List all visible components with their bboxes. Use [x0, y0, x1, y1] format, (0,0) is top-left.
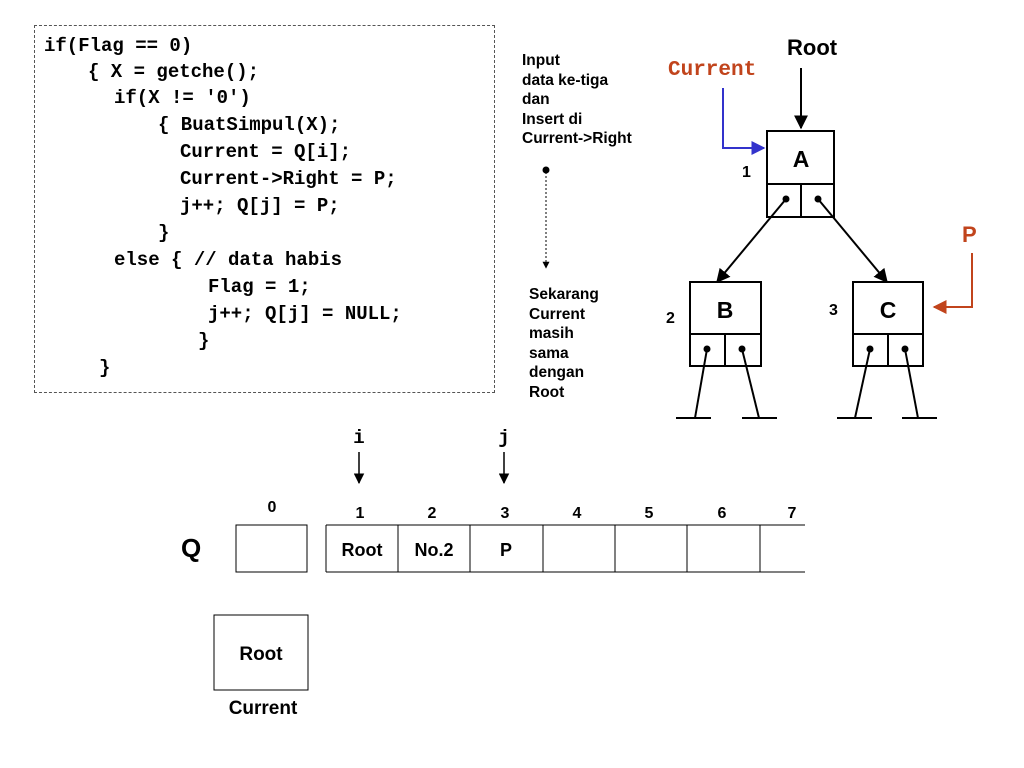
queue-cell-2-value: No.2: [414, 540, 453, 560]
note-connector: [542, 166, 550, 269]
queue-index-5: 5: [645, 505, 654, 522]
note-bottom-line-6: Root: [529, 383, 565, 401]
queue-cell-3-value: P: [500, 540, 512, 560]
code-line-8: }: [158, 222, 170, 244]
current-var-value: Root: [239, 644, 283, 665]
node-a-label: A: [793, 146, 810, 172]
queue-name: Q: [181, 533, 201, 563]
queue-index-1: 1: [356, 505, 365, 522]
current-var-box: [213, 614, 309, 691]
node-b-label: B: [717, 297, 734, 323]
note-bottom-line-5: dengan: [529, 364, 585, 381]
note-bottom: Sekarang Current masih sama dengan Root: [529, 285, 599, 402]
node-c-label: C: [880, 297, 897, 323]
note-top-line-1: Input: [522, 52, 560, 69]
queue-cell-1-value: Root: [342, 540, 383, 560]
code-line-10: Flag = 1;: [208, 276, 311, 298]
p-pointer-arrow: [932, 253, 973, 314]
note-top-line-2: data ke-tiga: [522, 71, 609, 89]
queue-cell-0: [235, 524, 308, 573]
code-line-12: }: [198, 330, 210, 352]
note-top-line-4: Insert di: [522, 110, 583, 128]
code-line-2: { X = getche();: [88, 61, 260, 83]
null-pointers: [676, 348, 937, 419]
note-top-line-5: Current->Right: [522, 130, 632, 147]
current-pointer-arrow: [722, 88, 766, 155]
note-bottom-line-3: masih: [529, 325, 574, 342]
queue-index-2: 2: [428, 505, 437, 522]
queue-index-6: 6: [718, 505, 727, 522]
code-line-4: { BuatSimpul(X);: [158, 114, 341, 136]
node-b-number: 2: [666, 310, 675, 327]
code-line-1: if(Flag == 0): [44, 35, 193, 57]
note-top: Input data ke-tiga dan Insert di Current…: [522, 51, 632, 149]
tree-node-a: A: [766, 130, 835, 218]
queue-i-label: i: [353, 427, 364, 449]
queue-indices: 0 1 2 3 4 5 6 7: [268, 499, 797, 522]
code-line-3: if(X != '0'): [114, 87, 251, 109]
note-bottom-line-1: Sekarang: [529, 286, 599, 303]
code-line-5: Current = Q[i];: [180, 141, 352, 163]
code-line-11: j++; Q[j] = NULL;: [208, 303, 402, 325]
queue-j-label: j: [498, 427, 509, 449]
note-bottom-line-2: Current: [529, 305, 585, 323]
root-label: Root: [787, 35, 838, 60]
edge-a-c: [817, 198, 888, 284]
tree-node-c: C: [852, 281, 924, 367]
current-pointer-label: Current: [668, 59, 756, 82]
queue-index-4: 4: [573, 505, 582, 522]
code-line-6: Current->Right = P;: [180, 168, 397, 190]
node-c-number: 3: [829, 302, 838, 319]
queue-index-0: 0: [268, 499, 277, 516]
p-pointer-label: P: [962, 222, 977, 247]
note-bottom-line-4: sama: [529, 344, 569, 362]
tree-node-b: B: [689, 281, 762, 367]
current-var-label: Current: [229, 698, 298, 719]
note-top-line-3: dan: [522, 91, 550, 108]
code-line-13: }: [99, 357, 111, 379]
code-line-7: j++; Q[j] = P;: [180, 195, 340, 217]
code-box: [34, 25, 495, 393]
queue-cells: [325, 524, 805, 573]
queue-index-7: 7: [788, 505, 797, 522]
code-line-9: else { // data habis: [114, 249, 343, 271]
queue-index-3: 3: [501, 505, 510, 522]
edge-a-b: [716, 198, 787, 284]
node-a-number: 1: [742, 164, 751, 181]
